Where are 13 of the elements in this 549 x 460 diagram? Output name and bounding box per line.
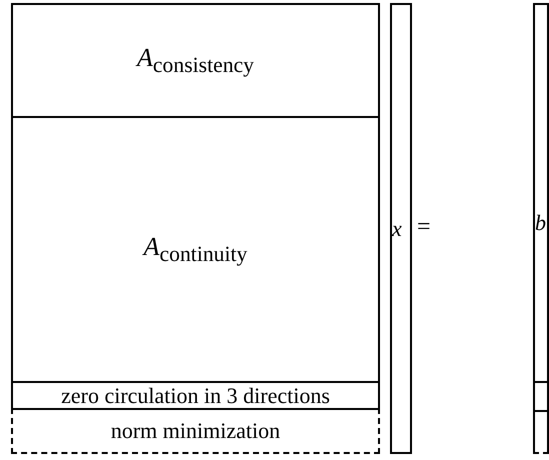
block-label: norm minimization (110, 418, 280, 444)
matrix-block (11, 116, 380, 383)
vector-bar (533, 3, 549, 454)
block-label: A$_{consistency}$ (137, 42, 254, 78)
block-label: A$_{continuity}$ (144, 232, 248, 268)
matrix-block (11, 381, 380, 410)
matrix-block (11, 3, 380, 118)
matrix-block (11, 408, 380, 454)
vector-symbol: x (392, 216, 402, 242)
block-label: zero circulation in 3 directions (61, 382, 330, 408)
equals-sign: = (417, 214, 431, 241)
vector-symbol: b (535, 210, 546, 236)
vector-bar (390, 3, 412, 454)
